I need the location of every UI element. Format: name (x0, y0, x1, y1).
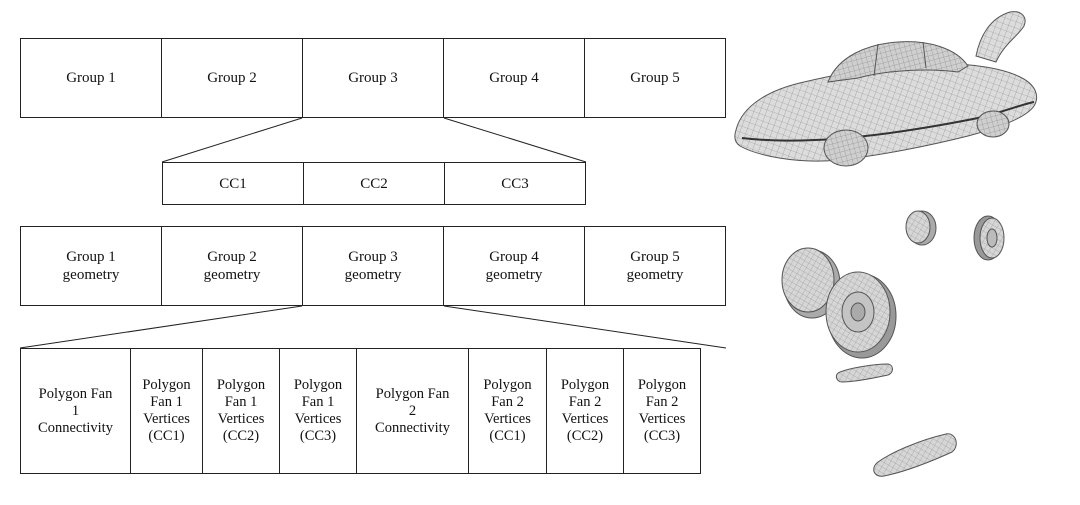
wheel-part-left (781, 247, 841, 319)
groups-row: Group 1 Group 2 Group 3 Group 4 Group 5 (20, 38, 726, 118)
cc-cell: CC1 (162, 162, 304, 205)
car-tail-fin (975, 11, 1026, 63)
geometry-cell: Group 2 geometry (161, 226, 303, 306)
group-cell: Group 3 (302, 38, 444, 118)
geometry-cell: Group 4 geometry (443, 226, 585, 306)
geometry-cell: Group 1 geometry (20, 226, 162, 306)
polygon-fan-cell: Polygon Fan 1 Vertices (CC2) (202, 348, 280, 474)
cc-row: CC1 CC2 CC3 (162, 162, 586, 205)
geometry-cell: Group 5 geometry (584, 226, 726, 306)
wheel-part-large (825, 271, 897, 359)
polygon-fans-row: Polygon Fan 1 Connectivity Polygon Fan 1… (20, 348, 701, 474)
polygon-fan-cell: Polygon Fan 1 Vertices (CC3) (279, 348, 357, 474)
cc-cell: CC2 (303, 162, 445, 205)
cc-cell: CC3 (444, 162, 586, 205)
group-cell: Group 4 (443, 38, 585, 118)
wheel-part-small (905, 210, 937, 246)
car-mesh-illustration (734, 11, 1038, 167)
connector-line (443, 305, 727, 349)
polygon-fan-cell: Polygon Fan 2 Vertices (CC2) (546, 348, 624, 474)
connector-line (443, 117, 587, 163)
polygon-fan-cell: Polygon Fan 1 Connectivity (20, 348, 131, 474)
exploded-parts-illustration (781, 210, 1005, 477)
connector-line (161, 117, 303, 163)
geometry-row: Group 1 geometry Group 2 geometry Group … (20, 226, 726, 306)
car-wheel (823, 129, 869, 167)
polygon-fan-cell: Polygon Fan 1 Vertices (CC1) (130, 348, 203, 474)
connector-line (19, 305, 303, 349)
group-cell: Group 2 (161, 38, 303, 118)
axle-part-small (835, 363, 893, 383)
geometry-cell: Group 3 geometry (302, 226, 444, 306)
axle-part-large (873, 433, 957, 477)
polygon-fan-cell: Polygon Fan 2 Vertices (CC1) (468, 348, 547, 474)
polygon-fan-cell: Polygon Fan 2 Vertices (CC3) (623, 348, 701, 474)
group-cell: Group 1 (20, 38, 162, 118)
car-cockpit (827, 41, 969, 83)
polygon-fan-cell: Polygon Fan 2 Connectivity (356, 348, 469, 474)
wheel-part-right (973, 215, 1005, 261)
car-wheel (976, 110, 1010, 138)
group-cell: Group 5 (584, 38, 726, 118)
